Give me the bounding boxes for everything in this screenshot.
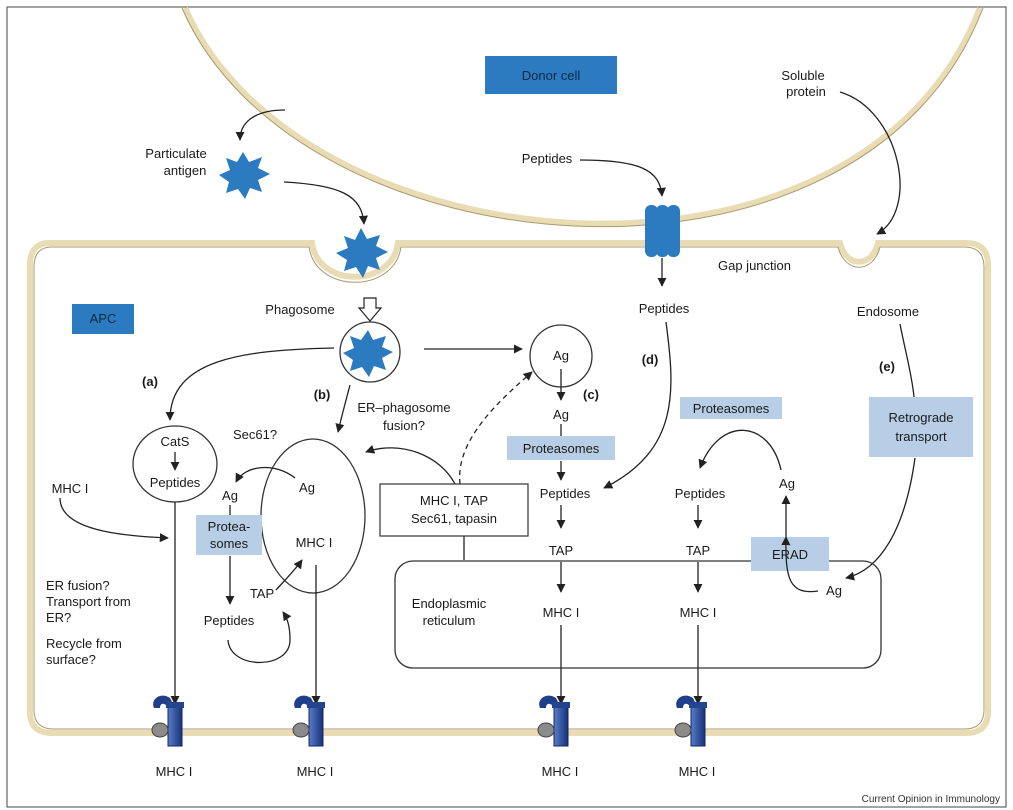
particulate-in-arrow <box>235 109 286 141</box>
mhc-c-label: MHC I <box>543 605 580 620</box>
mhc-left-label: MHC I <box>52 481 89 496</box>
ag-b-left-label: Ag <box>222 488 238 503</box>
erad-to-proteasome-arrow <box>698 429 782 471</box>
credit-label: Current Opinion in Immunology <box>862 794 1000 805</box>
er-fusion-label-1: ER fusion? <box>46 578 110 593</box>
particulate-antigen-icon-2 <box>336 228 388 278</box>
peptides-e-label: Peptides <box>675 486 726 501</box>
soluble-protein-arrow <box>839 91 901 235</box>
mhc-bottom-label-1: MHC I <box>156 764 193 779</box>
gap-junction-channel-icon <box>645 205 680 257</box>
proteasomes-e-box <box>680 397 782 419</box>
path-d-label: (d) <box>642 352 659 367</box>
er-fusion-label-3: ER? <box>46 610 71 625</box>
retrograde-transport-box <box>869 397 973 457</box>
sec61-question-label: Sec61? <box>233 427 277 442</box>
path-e-label: (e) <box>879 359 895 374</box>
particulate-antigen-icon <box>219 152 270 199</box>
er-box-to-ag-dashed-arrow <box>459 371 533 485</box>
phagosome-hollow-arrow <box>357 297 383 322</box>
er-components-label-2: Sec61, tapasin <box>411 511 497 526</box>
peptides-top-label: Peptides <box>522 151 573 166</box>
donor-cell-label: Donor cell <box>522 68 581 83</box>
mhc-bottom-label-2: MHC I <box>297 764 334 779</box>
tap-b-label: TAP <box>250 586 274 601</box>
er-phagosome-label-1: ER–phagosome <box>357 400 450 415</box>
donor-cell-membrane <box>181 6 984 228</box>
apc-membrane <box>27 240 991 736</box>
retrograde-label-1: Retrograde <box>888 410 953 425</box>
gap-junction-label: Gap junction <box>718 258 791 273</box>
mhc-e-label: MHC I <box>680 605 717 620</box>
endosome-to-retrograde <box>899 323 915 398</box>
mhc-left-arrow <box>59 497 169 543</box>
ag-erad-upper-label: Ag <box>779 476 795 491</box>
soluble-protein-label-2: protein <box>786 84 826 99</box>
path-c-label: (c) <box>583 387 599 402</box>
mhc-class-i-molecule-icon-1 <box>151 695 185 747</box>
soluble-protein-label: Soluble <box>781 68 824 83</box>
particulate-to-cell-arrow <box>283 181 368 225</box>
proteasomes-b-box <box>196 515 262 555</box>
mhc-class-i-molecule-icon-4 <box>674 695 708 747</box>
tap-e-label: TAP <box>686 543 710 558</box>
proteasomes-c-label: Proteasomes <box>523 441 600 456</box>
retrograde-label-2: transport <box>895 429 947 444</box>
cats-label: CatS <box>161 434 190 449</box>
path-a-arrow <box>165 347 335 421</box>
mhc-bottom-label-3: MHC I <box>542 764 579 779</box>
donor-cell-label-box <box>485 56 617 94</box>
erad-label: ERAD <box>772 547 808 562</box>
er-components-label-1: MHC I, TAP <box>420 493 488 508</box>
peptides-gap-label: Peptides <box>639 301 690 316</box>
er-fusion-label-4: Recycle from <box>46 636 122 651</box>
mhc-class-i-molecule-icon-2 <box>292 695 326 747</box>
er-fusion-label-2: Transport from <box>46 594 131 609</box>
er-label-2: reticulum <box>423 613 476 628</box>
tap-c-label: TAP <box>549 543 573 558</box>
proteasomes-c-box <box>507 436 615 460</box>
path-b-arrow <box>335 384 351 433</box>
path-a-label: (a) <box>142 374 158 389</box>
proteasomes-b-label-1: Protea- <box>208 519 251 534</box>
tap-to-mhc-arrow <box>275 559 303 591</box>
proteasomes-e-label: Proteasomes <box>693 401 770 416</box>
mhc-b-label: MHC I <box>296 535 333 550</box>
er-phagosome <box>260 438 366 594</box>
peptides-c-label: Peptides <box>540 486 591 501</box>
peptides-top-arrow <box>579 159 666 197</box>
endosome-label: Endosome <box>857 304 919 319</box>
path-b-label: (b) <box>314 387 331 402</box>
mhc-class-i-molecule-icon-3 <box>537 695 571 747</box>
er-fusion-label-5: surface? <box>46 652 96 667</box>
endoplasmic-reticulum <box>394 560 882 669</box>
ag-b-right-label: Ag <box>299 480 315 495</box>
er-box-to-phagosome-arrow <box>365 444 456 485</box>
phagosome-label: Phagosome <box>265 302 334 317</box>
figure-frame <box>6 6 1007 808</box>
ag-to-erad-arrow <box>781 536 819 593</box>
cats-peptides-label: Peptides <box>150 475 201 490</box>
er-phagosome-label-2: fusion? <box>383 418 425 433</box>
ag-erad-lower-label: Ag <box>826 583 842 598</box>
er-label-1: Endoplasmic <box>412 596 487 611</box>
proteasomes-b-label-2: somes <box>210 536 249 551</box>
mhc-bottom-label-4: MHC I <box>679 764 716 779</box>
particulate-antigen-label-2: antigen <box>164 163 207 178</box>
peptides-recycle-arrow <box>227 611 292 663</box>
peptides-b-label: Peptides <box>204 613 255 628</box>
er-components-box <box>379 483 529 537</box>
phagosome-antigen-icon <box>343 330 393 377</box>
particulate-antigen-label: Particulate <box>145 146 206 161</box>
apc-label-box <box>72 304 134 334</box>
ag-export-arrow <box>235 466 296 483</box>
retrograde-to-ag-arrow <box>845 457 916 581</box>
ag-c-label: Ag <box>553 407 569 422</box>
ag-c-circle-label: Ag <box>553 348 569 363</box>
path-d-arrow <box>603 321 672 489</box>
apc-label: APC <box>90 311 117 326</box>
